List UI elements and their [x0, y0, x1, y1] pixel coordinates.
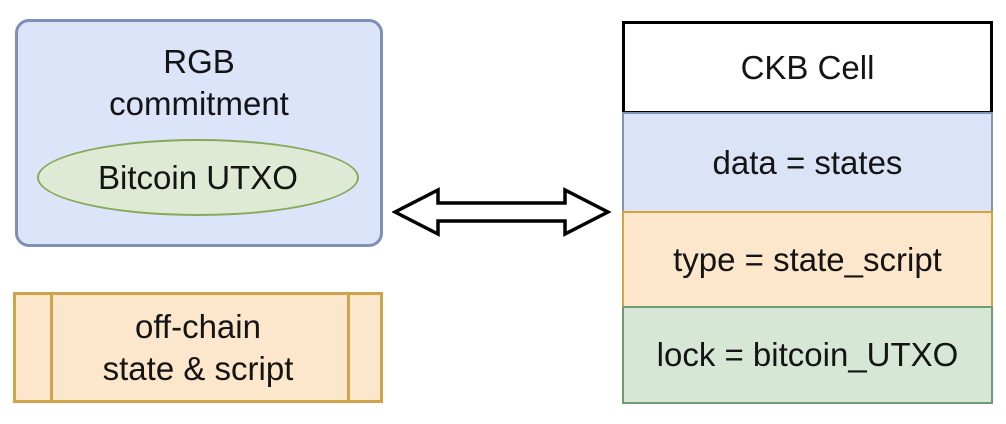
- offchain-state-script-box: off-chain state & script: [13, 292, 383, 403]
- ckb-field-lock-label: lock = bitcoin_UTXO: [656, 336, 959, 373]
- rgb-commitment-title: RGB commitment: [18, 41, 380, 125]
- ckb-field-data: data = states: [622, 112, 993, 213]
- ckb-cell-title: CKB Cell: [740, 48, 875, 86]
- rgb-commitment-title-line1: RGB: [163, 43, 235, 80]
- double-arrow-icon: [391, 186, 612, 238]
- ckb-cell-header: CKB Cell: [622, 21, 993, 114]
- offchain-label: off-chain state & script: [16, 295, 380, 400]
- bitcoin-utxo-label: Bitcoin UTXO: [98, 158, 298, 196]
- ckb-field-type: type = state_script: [622, 211, 993, 308]
- ckb-field-lock: lock = bitcoin_UTXO: [622, 306, 993, 404]
- bitcoin-utxo-ellipse: Bitcoin UTXO: [37, 139, 359, 216]
- rgb-commitment-box: RGB commitment Bitcoin UTXO: [15, 19, 383, 247]
- rgb-commitment-title-line2: commitment: [109, 85, 289, 122]
- offchain-left-divider: [50, 295, 53, 400]
- ckb-field-data-label: data = states: [712, 143, 903, 181]
- offchain-right-divider: [347, 295, 350, 400]
- offchain-label-line1: off-chain: [135, 307, 261, 345]
- offchain-label-line2: state & script: [102, 349, 294, 387]
- ckb-field-type-label: type = state_script: [673, 240, 942, 278]
